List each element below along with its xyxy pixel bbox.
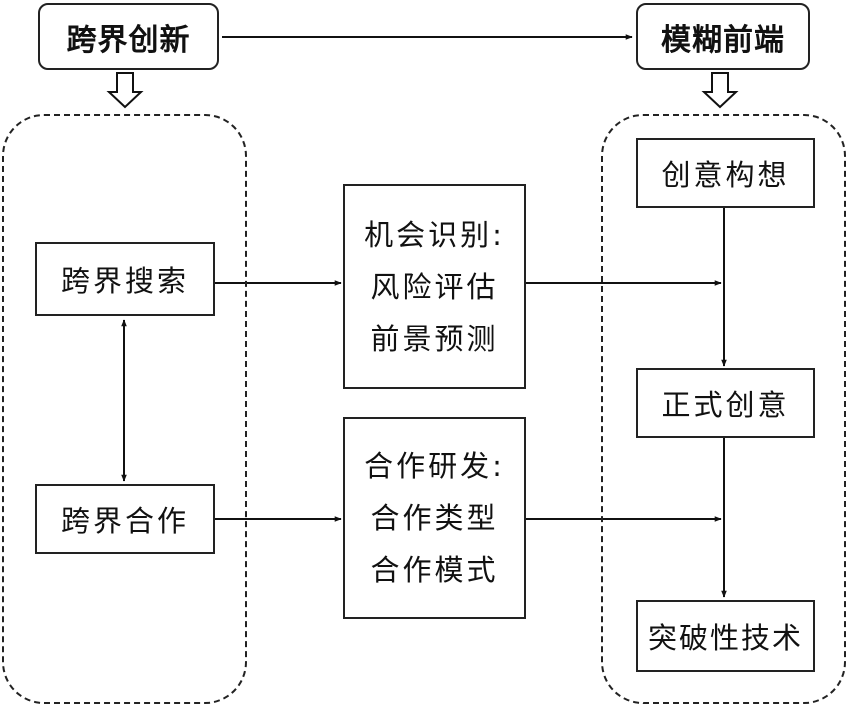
hollow-arrow-right: [701, 72, 739, 109]
left-dashed-group: [2, 114, 247, 704]
node-opportunity-identification: 机会识别: 风险评估 前景预测: [343, 184, 526, 389]
hollow-arrow-left: [106, 72, 144, 109]
opportunity-line1: 风险评估: [370, 269, 499, 304]
node-breakthrough-technology: 突破性技术: [636, 600, 815, 672]
node-cross-border-search: 跨界搜索: [35, 242, 215, 316]
rnd-line1: 合作类型: [370, 501, 499, 535]
node-formal-idea: 正式创意: [636, 368, 815, 438]
rnd-title: 合作研发:: [364, 449, 505, 483]
opportunity-title: 机会识别:: [364, 217, 505, 252]
header-right-title: 模糊前端: [636, 3, 810, 70]
node-idea-conception: 创意构想: [636, 138, 815, 208]
node-cross-border-cooperation: 跨界合作: [35, 484, 215, 554]
right-dashed-group: [601, 114, 846, 704]
opportunity-line2: 前景预测: [370, 321, 499, 356]
rnd-line2: 合作模式: [370, 553, 499, 587]
node-collaborative-rnd: 合作研发: 合作类型 合作模式: [343, 417, 526, 619]
header-left-title: 跨界创新: [38, 3, 219, 70]
